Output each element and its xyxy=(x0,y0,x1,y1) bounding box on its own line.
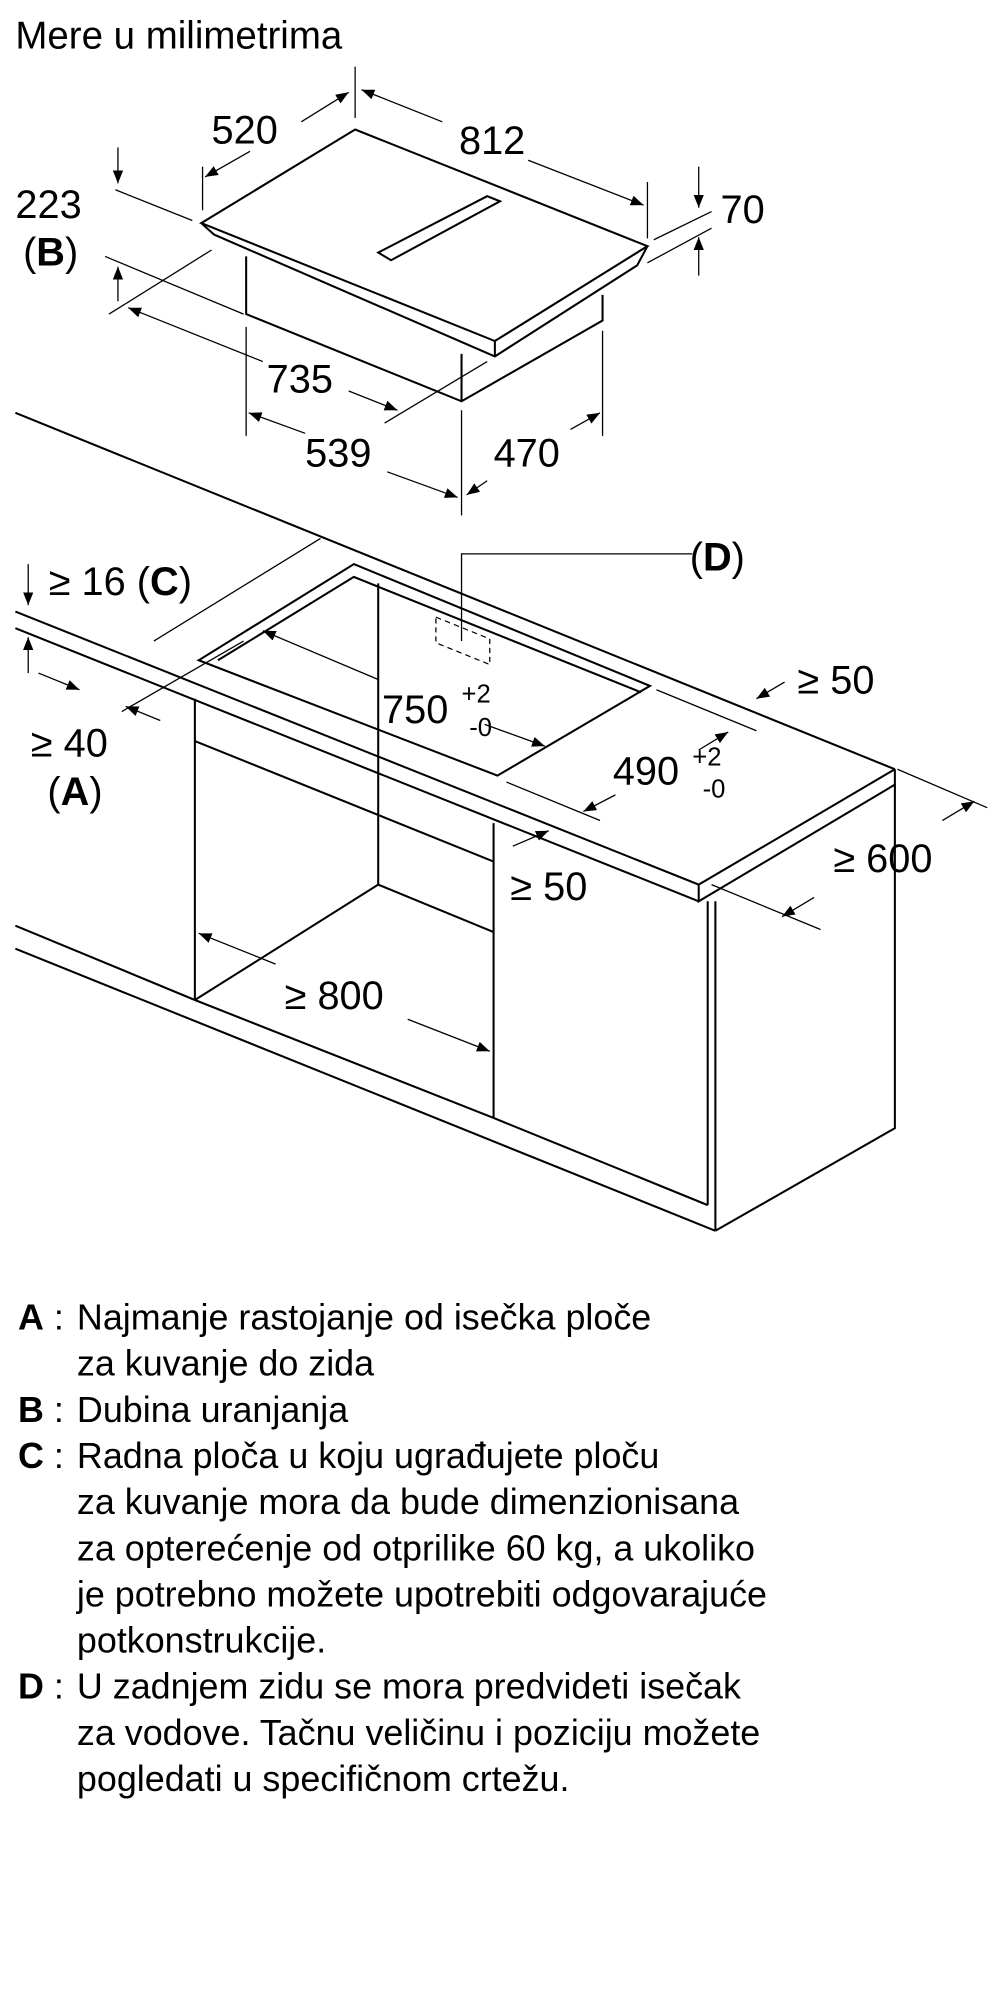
legend-d-line: U zadnjem zidu se mora predvideti isečak xyxy=(77,1667,741,1707)
dim-min-50-front: ≥ 50 xyxy=(510,865,587,909)
label-c-min-16: ≥ 16 (C) xyxy=(49,560,192,604)
dim-70: 70 xyxy=(721,188,765,232)
legend-colon: : xyxy=(54,1297,64,1337)
legend-c-line: potkonstrukcije. xyxy=(77,1621,326,1661)
dim-750: 750 xyxy=(382,688,448,732)
countertop-drawing xyxy=(14,411,896,1232)
dim-750-tol-minus: -0 xyxy=(469,714,492,742)
dim-min-50-back: ≥ 50 xyxy=(797,659,874,703)
label-b: (B) xyxy=(23,230,78,274)
dim-490-tol-plus: +2 xyxy=(692,743,721,771)
page-title: Mere u milimetrima xyxy=(15,15,343,58)
legend-b-line: Dubina uranjanja xyxy=(77,1390,348,1430)
legend-colon: : xyxy=(54,1436,64,1476)
legend-c-line: je potrebno možete upotrebiti odgovaraju… xyxy=(76,1574,767,1614)
hob-drawing xyxy=(198,128,650,403)
dim-490: 490 xyxy=(613,750,679,794)
legend-key-d: D xyxy=(18,1667,44,1707)
legend-c-line: za opterećenje od otprilike 60 kg, a uko… xyxy=(77,1528,755,1568)
legend-c-line: Radna ploča u koju ugrađujete ploču xyxy=(77,1436,659,1476)
legend-a-line: Najmanje rastojanje od isečka ploče xyxy=(77,1297,651,1337)
dim-520: 520 xyxy=(212,109,278,153)
legend-a-line: za kuvanje do zida xyxy=(77,1344,374,1384)
legend-d-line: pogledati u specifičnom crtežu. xyxy=(77,1759,570,1799)
dim-min-800: ≥ 800 xyxy=(285,974,384,1018)
dim-539: 539 xyxy=(305,432,371,476)
dim-735: 735 xyxy=(267,357,333,401)
legend-colon: : xyxy=(54,1667,64,1707)
dim-min-40: ≥ 40 xyxy=(31,721,108,765)
legend-key-a: A xyxy=(18,1297,44,1337)
dim-750-tol-plus: +2 xyxy=(462,681,491,709)
legend: A : Najmanje rastojanje od isečka ploče … xyxy=(18,1297,767,1799)
dim-min-600: ≥ 600 xyxy=(833,837,932,881)
dim-490-tol-minus: -0 xyxy=(703,775,726,803)
legend-d-line: za vodove. Tačnu veličinu i poziciju mož… xyxy=(77,1713,760,1753)
legend-c-line: za kuvanje mora da bude dimenzionisana xyxy=(77,1482,739,1522)
label-d: (D) xyxy=(690,536,745,580)
dim-812: 812 xyxy=(459,119,525,163)
legend-colon: : xyxy=(54,1390,64,1430)
legend-key-b: B xyxy=(18,1390,44,1430)
hob-dimension-lines xyxy=(104,66,712,516)
dim-470: 470 xyxy=(494,432,560,476)
countertop-dimension-lines xyxy=(23,537,988,1052)
label-a: (A) xyxy=(47,770,102,814)
legend-key-c: C xyxy=(18,1436,44,1476)
dim-223: 223 xyxy=(15,183,81,227)
